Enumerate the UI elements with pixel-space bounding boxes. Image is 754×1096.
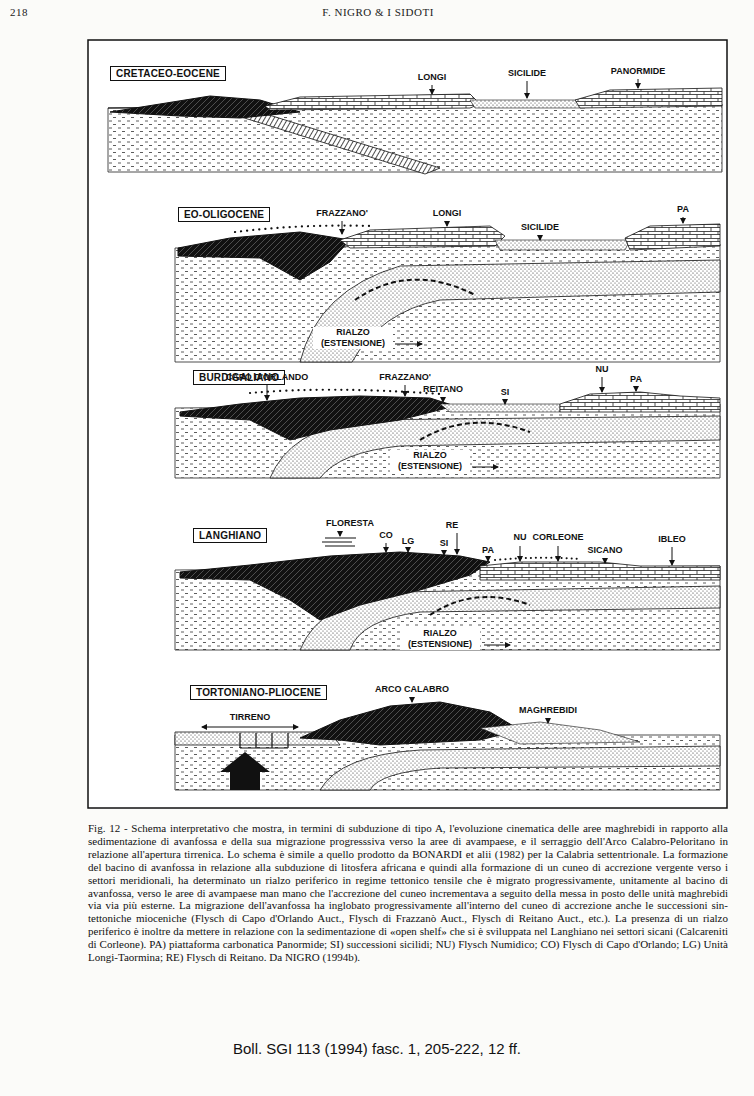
unit-label: FRAZZANO' [316,208,368,219]
citation: Boll. SGI 113 (1994) fasc. 1, 205-222, 1… [233,1040,521,1057]
panel-title-text: TORTONIANO-PLIOCENE [196,687,321,698]
panel-title-box: LANGHIANO [193,528,267,543]
panel-title-box: TORTONIANO-PLIOCENE [190,685,327,700]
bulge-label: RIALZO (ESTENSIONE) [390,450,470,472]
unit-label: FLORESTA [326,518,374,529]
unit-label: IBLEO [658,534,686,545]
unit-label: PA [677,204,689,215]
unit-label: SICILIDE [521,222,559,233]
unit-label: CORLEONE [532,532,583,543]
page-number: 218 [10,6,28,18]
unit-label: SI [501,387,510,398]
panel-title-text: EO-OLIGOCENE [184,209,264,220]
panel-title-text: CRETACEO-EOCENE [116,68,220,79]
bulge-label: RIALZO (ESTENSIONE) [400,628,480,650]
region-label: ARCO CALABRO [375,684,449,695]
region-label: TIRRENO [230,712,271,723]
unit-label: SI [440,538,449,549]
unit-label: SICANO [587,545,622,556]
unit-label: NU [596,364,609,375]
running-head: F. NIGRO & I SIDOTI [322,6,434,18]
unit-label: PA [482,545,494,556]
unit-label: CO [379,530,393,541]
unit-label: PA [630,374,642,385]
unit-label: LONGI [433,208,462,219]
unit-label: FRAZZANO' [379,372,431,383]
unit-label: RE [446,520,459,531]
unit-label: SICILIDE [508,68,546,79]
panel-title-box: CRETACEO-EOCENE [110,66,226,81]
unit-label: LG [402,536,415,547]
unit-label: CAPO D'ORLANDO [226,372,309,383]
unit-label: REITANO [423,384,463,395]
region-label: MAGHREBIDI [519,705,577,716]
figure-caption: Fig. 12 - Schema interpretativo che most… [88,822,728,964]
unit-label: LONGI [418,72,447,83]
panel-title-box: EO-OLIGOCENE [178,207,270,222]
bulge-label: RIALZO (ESTENSIONE) [313,327,393,349]
unit-label: PANORMIDE [611,66,665,77]
panel-title-text: LANGHIANO [199,530,261,541]
unit-label: NU [514,532,527,543]
